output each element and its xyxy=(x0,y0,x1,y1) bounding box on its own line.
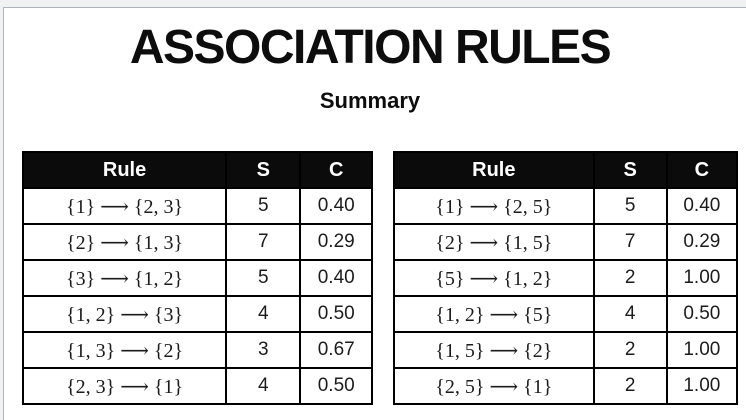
confidence-cell: 0.50 xyxy=(665,295,739,333)
table-row: {1} ⟶ {2, 5} 5 0.40 xyxy=(393,187,739,225)
confidence-cell: 0.50 xyxy=(299,367,373,405)
rule-cell: {2} ⟶ {1, 5} xyxy=(393,223,595,261)
column-header-confidence: C xyxy=(665,151,739,189)
confidence-cell: 0.29 xyxy=(665,223,739,261)
support-cell: 2 xyxy=(592,259,668,297)
rule-cell: {5} ⟶ {1, 2} xyxy=(393,259,595,297)
page-title: ASSOCIATION RULES xyxy=(129,21,612,74)
confidence-cell: 0.29 xyxy=(299,223,373,261)
table-row: {2, 3} ⟶ {1} 4 0.50 xyxy=(21,367,373,405)
confidence-cell: 0.67 xyxy=(299,331,373,369)
rule-cell: {1, 2} ⟶ {3} xyxy=(21,295,228,333)
confidence-cell: 1.00 xyxy=(665,331,739,369)
table-row: {2, 5} ⟶ {1} 2 1.00 xyxy=(393,367,739,405)
rule-cell: {2, 5} ⟶ {1} xyxy=(393,367,595,405)
table-row: {1, 2} ⟶ {5} 4 0.50 xyxy=(393,295,739,333)
column-header-support: S xyxy=(225,151,302,189)
table-header-row: Rule S C xyxy=(393,151,739,189)
rule-cell: {2} ⟶ {1, 3} xyxy=(21,223,228,261)
table-row: {1, 2} ⟶ {3} 4 0.50 xyxy=(21,295,373,333)
rule-cell: {1, 3} ⟶ {2} xyxy=(21,331,228,369)
support-cell: 5 xyxy=(225,187,302,225)
column-header-rule: Rule xyxy=(21,151,228,189)
confidence-cell: 0.50 xyxy=(299,295,373,333)
support-cell: 2 xyxy=(592,331,668,369)
confidence-cell: 0.40 xyxy=(299,187,373,225)
table-row: {3} ⟶ {1, 2} 5 0.40 xyxy=(21,259,373,297)
column-header-confidence: C xyxy=(299,151,373,189)
rule-cell: {2, 3} ⟶ {1} xyxy=(21,367,228,405)
support-cell: 5 xyxy=(225,259,302,297)
support-cell: 4 xyxy=(592,295,668,333)
support-cell: 5 xyxy=(592,187,668,225)
table-row: {2} ⟶ {1, 5} 7 0.29 xyxy=(393,223,739,261)
support-cell: 3 xyxy=(225,331,302,369)
confidence-cell: 1.00 xyxy=(665,259,739,297)
confidence-cell: 1.00 xyxy=(665,367,739,405)
table-row: {1, 3} ⟶ {2} 3 0.67 xyxy=(21,331,373,369)
rule-cell: {3} ⟶ {1, 2} xyxy=(21,259,228,297)
support-cell: 4 xyxy=(225,295,302,333)
column-header-rule: Rule xyxy=(393,151,595,189)
rules-table-right: Rule S C {1} ⟶ {2, 5} 5 0.40 {2} ⟶ {1, 5… xyxy=(393,151,739,405)
rule-cell: {1, 2} ⟶ {5} xyxy=(393,295,595,333)
table-row: {1, 5} ⟶ {2} 2 1.00 xyxy=(393,331,739,369)
support-cell: 2 xyxy=(592,367,668,405)
table-header-row: Rule S C xyxy=(21,151,373,189)
rules-table-left: Rule S C {1} ⟶ {2, 3} 5 0.40 {2} ⟶ {1, 3… xyxy=(21,151,373,405)
rule-cell: {1} ⟶ {2, 3} xyxy=(21,187,228,225)
support-cell: 7 xyxy=(225,223,302,261)
page-subtitle: Summary xyxy=(319,88,421,113)
confidence-cell: 0.40 xyxy=(665,187,739,225)
table-row: {5} ⟶ {1, 2} 2 1.00 xyxy=(393,259,739,297)
rule-cell: {1} ⟶ {2, 5} xyxy=(393,187,595,225)
table-row: {1} ⟶ {2, 3} 5 0.40 xyxy=(21,187,373,225)
table-row: {2} ⟶ {1, 3} 7 0.29 xyxy=(21,223,373,261)
column-header-support: S xyxy=(592,151,668,189)
confidence-cell: 0.40 xyxy=(299,259,373,297)
rule-cell: {1, 5} ⟶ {2} xyxy=(393,331,595,369)
support-cell: 4 xyxy=(225,367,302,405)
support-cell: 7 xyxy=(592,223,668,261)
slide-canvas: ASSOCIATION RULES Summary Rule S C {1} ⟶… xyxy=(3,7,746,420)
